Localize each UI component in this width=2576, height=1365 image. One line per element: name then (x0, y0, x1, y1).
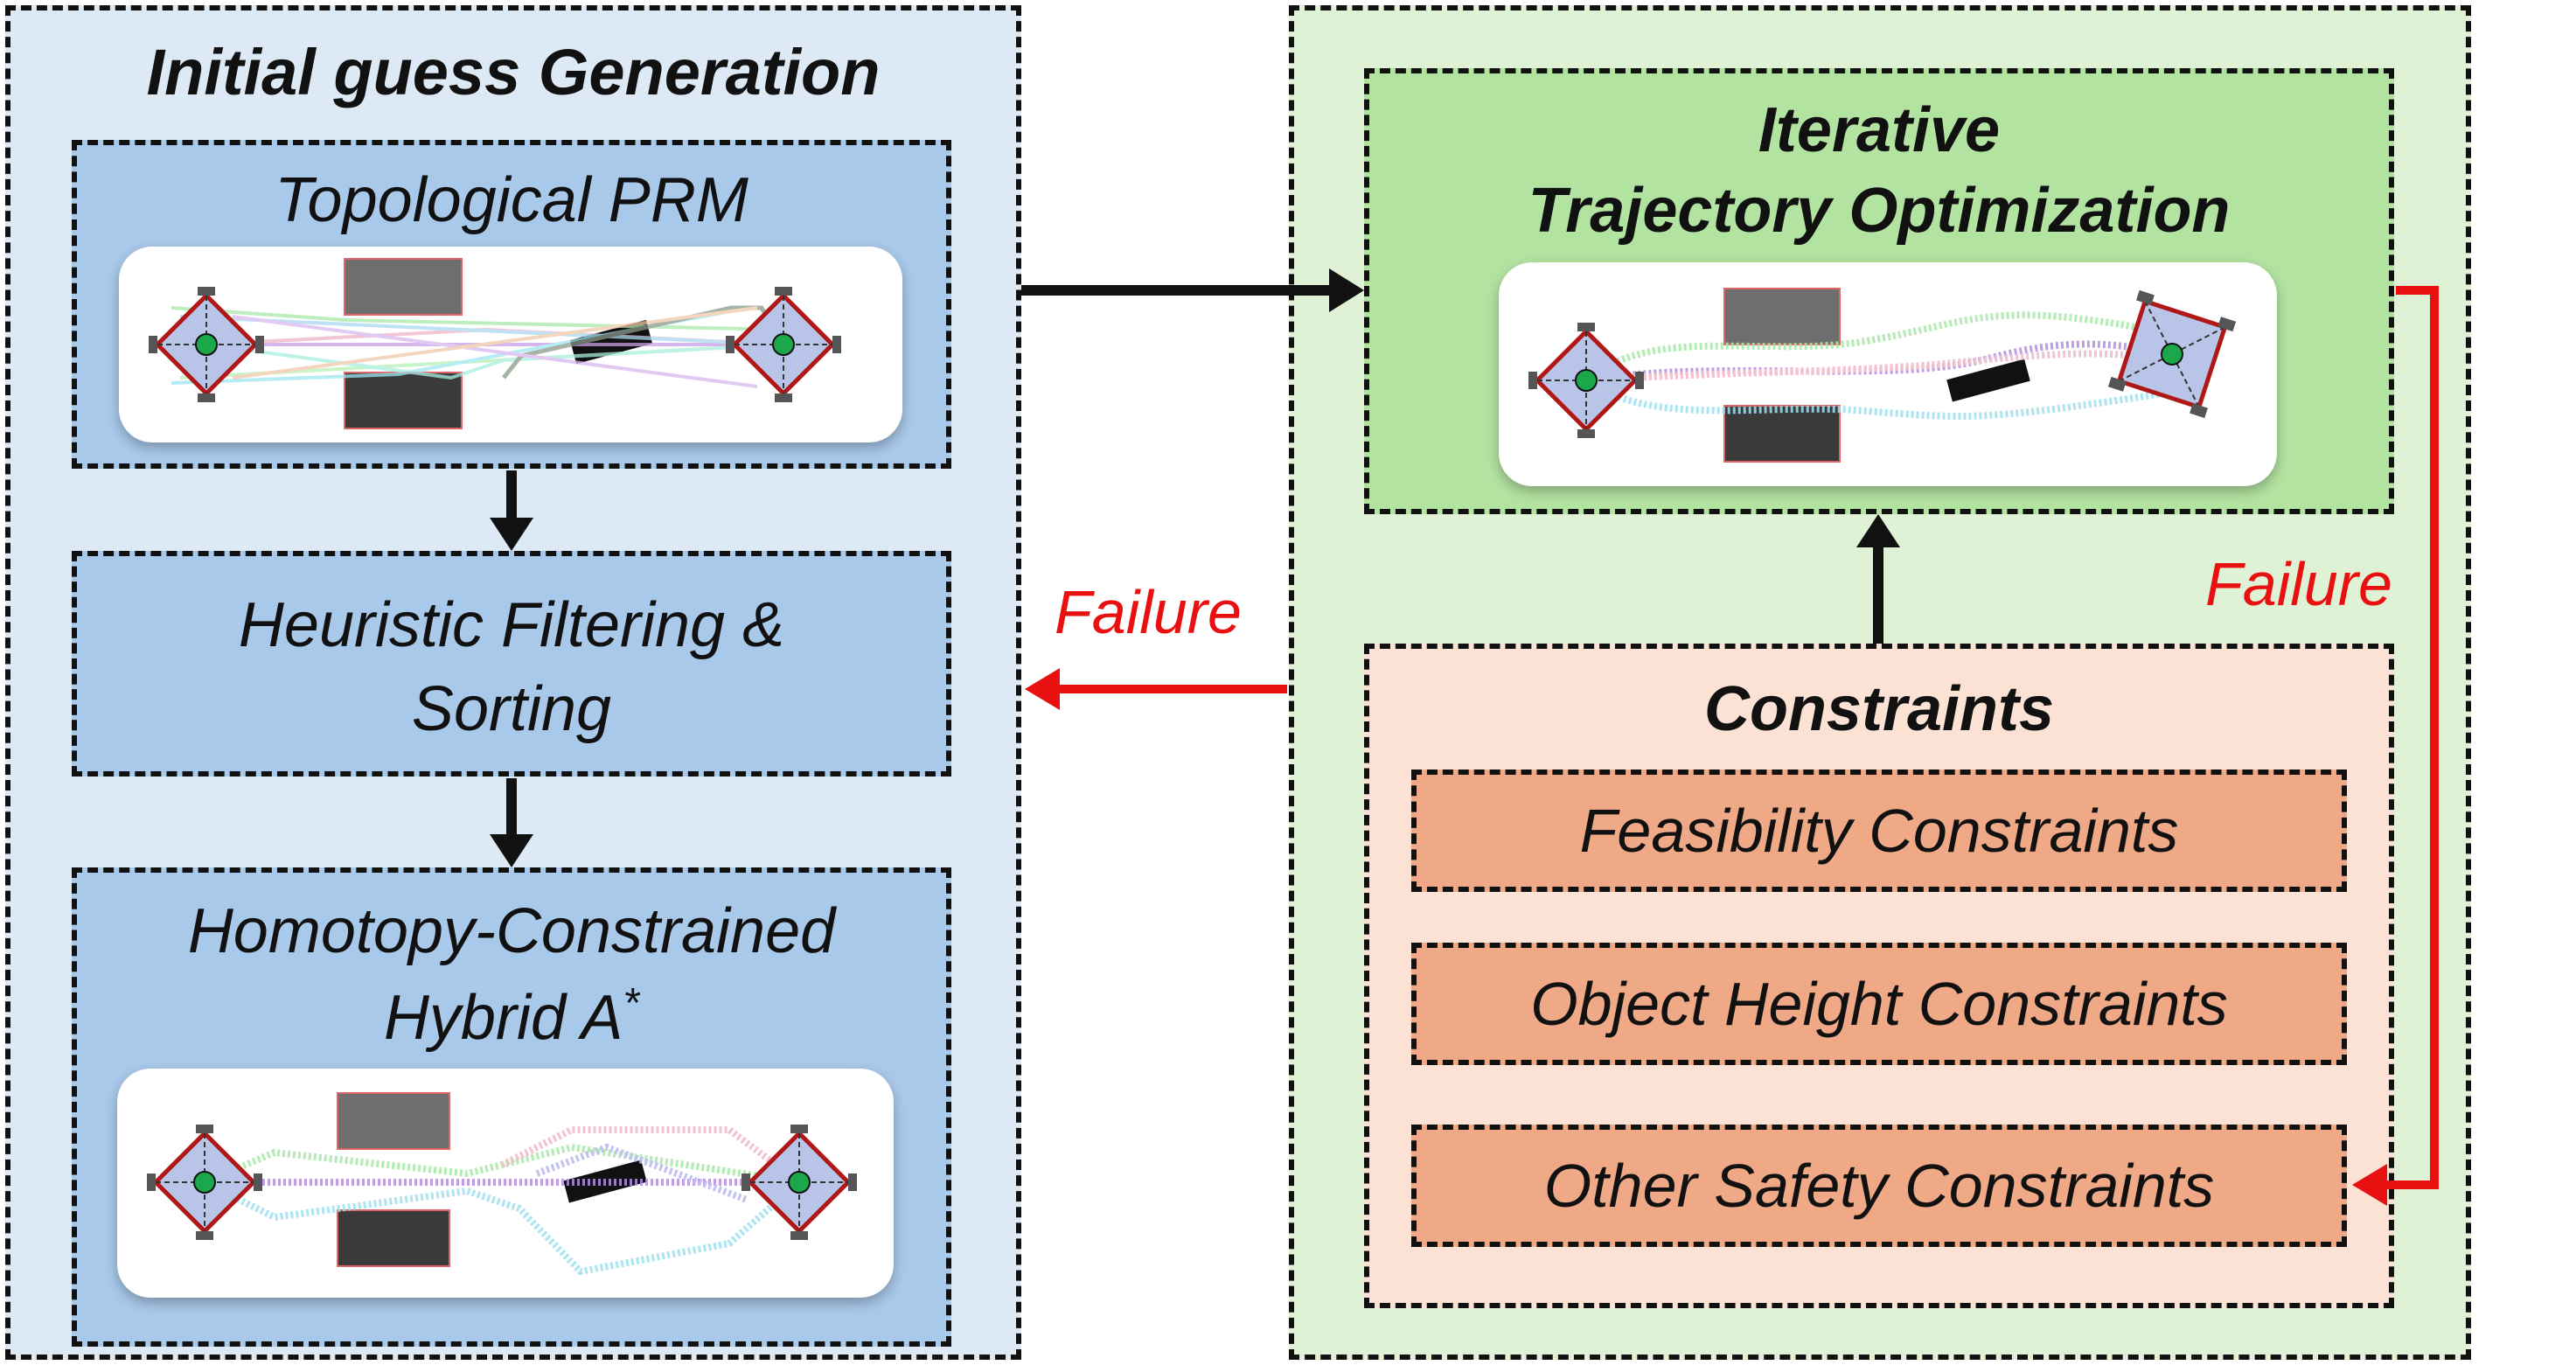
hybrid-astar-illustration (117, 1069, 894, 1298)
obstacle-top (344, 258, 463, 316)
failure-label-left: Failure (1055, 578, 1242, 646)
robot-goal (726, 287, 841, 402)
homotopy-line2-text: Hybrid A (383, 983, 623, 1053)
arrow-heuristic-to-homotopy (490, 778, 533, 867)
arrow-failure-to-safety-constraints (2352, 286, 2439, 1206)
arrow-initial-guess-to-optimization (1021, 268, 1364, 312)
robot-start (149, 287, 264, 402)
arrow-failure-back-to-initial-guess (1025, 668, 1287, 710)
robot-start (147, 1125, 262, 1240)
heuristic-filtering-box: Heuristic Filtering & Sorting (72, 551, 951, 777)
obstacle-small (1946, 359, 2030, 402)
prm-paths (171, 305, 786, 388)
obstacle-top (1723, 288, 1841, 345)
homotopy-line1: Homotopy-Constrained (187, 896, 836, 966)
heuristic-line1: Heuristic Filtering & (238, 590, 785, 660)
homotopy-line2: Hybrid A* (77, 979, 946, 1054)
other-safety-constraints-label: Other Safety Constraints (1543, 1152, 2215, 1220)
obstacle-bottom (344, 372, 463, 429)
obstacle-top (337, 1092, 450, 1150)
heuristic-line2: Sorting (411, 674, 612, 744)
optimization-line1: Iterative (1758, 95, 2001, 165)
failure-label-right: Failure (2205, 550, 2392, 618)
robot-start (1528, 323, 1644, 438)
optimization-line2: Trajectory Optimization (1528, 176, 2231, 246)
feasibility-constraints-box: Feasibility Constraints (1411, 770, 2347, 892)
object-height-constraints-box: Object Height Constraints (1411, 943, 2347, 1065)
optimized-trajectory-illustration (1499, 262, 2277, 486)
robot-goal (741, 1125, 857, 1240)
object-height-constraints-label: Object Height Constraints (1530, 970, 2228, 1038)
obstacle-bottom (337, 1209, 450, 1267)
constraints-title: Constraints (1703, 674, 2055, 744)
astar-paths (203, 1126, 802, 1276)
optimized-paths (1584, 311, 2164, 420)
feasibility-constraints-label: Feasibility Constraints (1579, 797, 2179, 865)
initial-guess-title: Initial guess Generation (146, 36, 881, 108)
topological-prm-label: Topological PRM (275, 165, 748, 235)
obstacle-bottom (1723, 405, 1841, 463)
arrow-constraints-to-optimization (1856, 514, 1900, 644)
other-safety-constraints-box: Other Safety Constraints (1411, 1125, 2347, 1247)
robot-goal (2107, 289, 2237, 419)
prm-roadmap-illustration (119, 247, 902, 442)
arrow-prm-to-heuristic (490, 470, 533, 551)
homotopy-superscript: * (623, 980, 640, 1027)
